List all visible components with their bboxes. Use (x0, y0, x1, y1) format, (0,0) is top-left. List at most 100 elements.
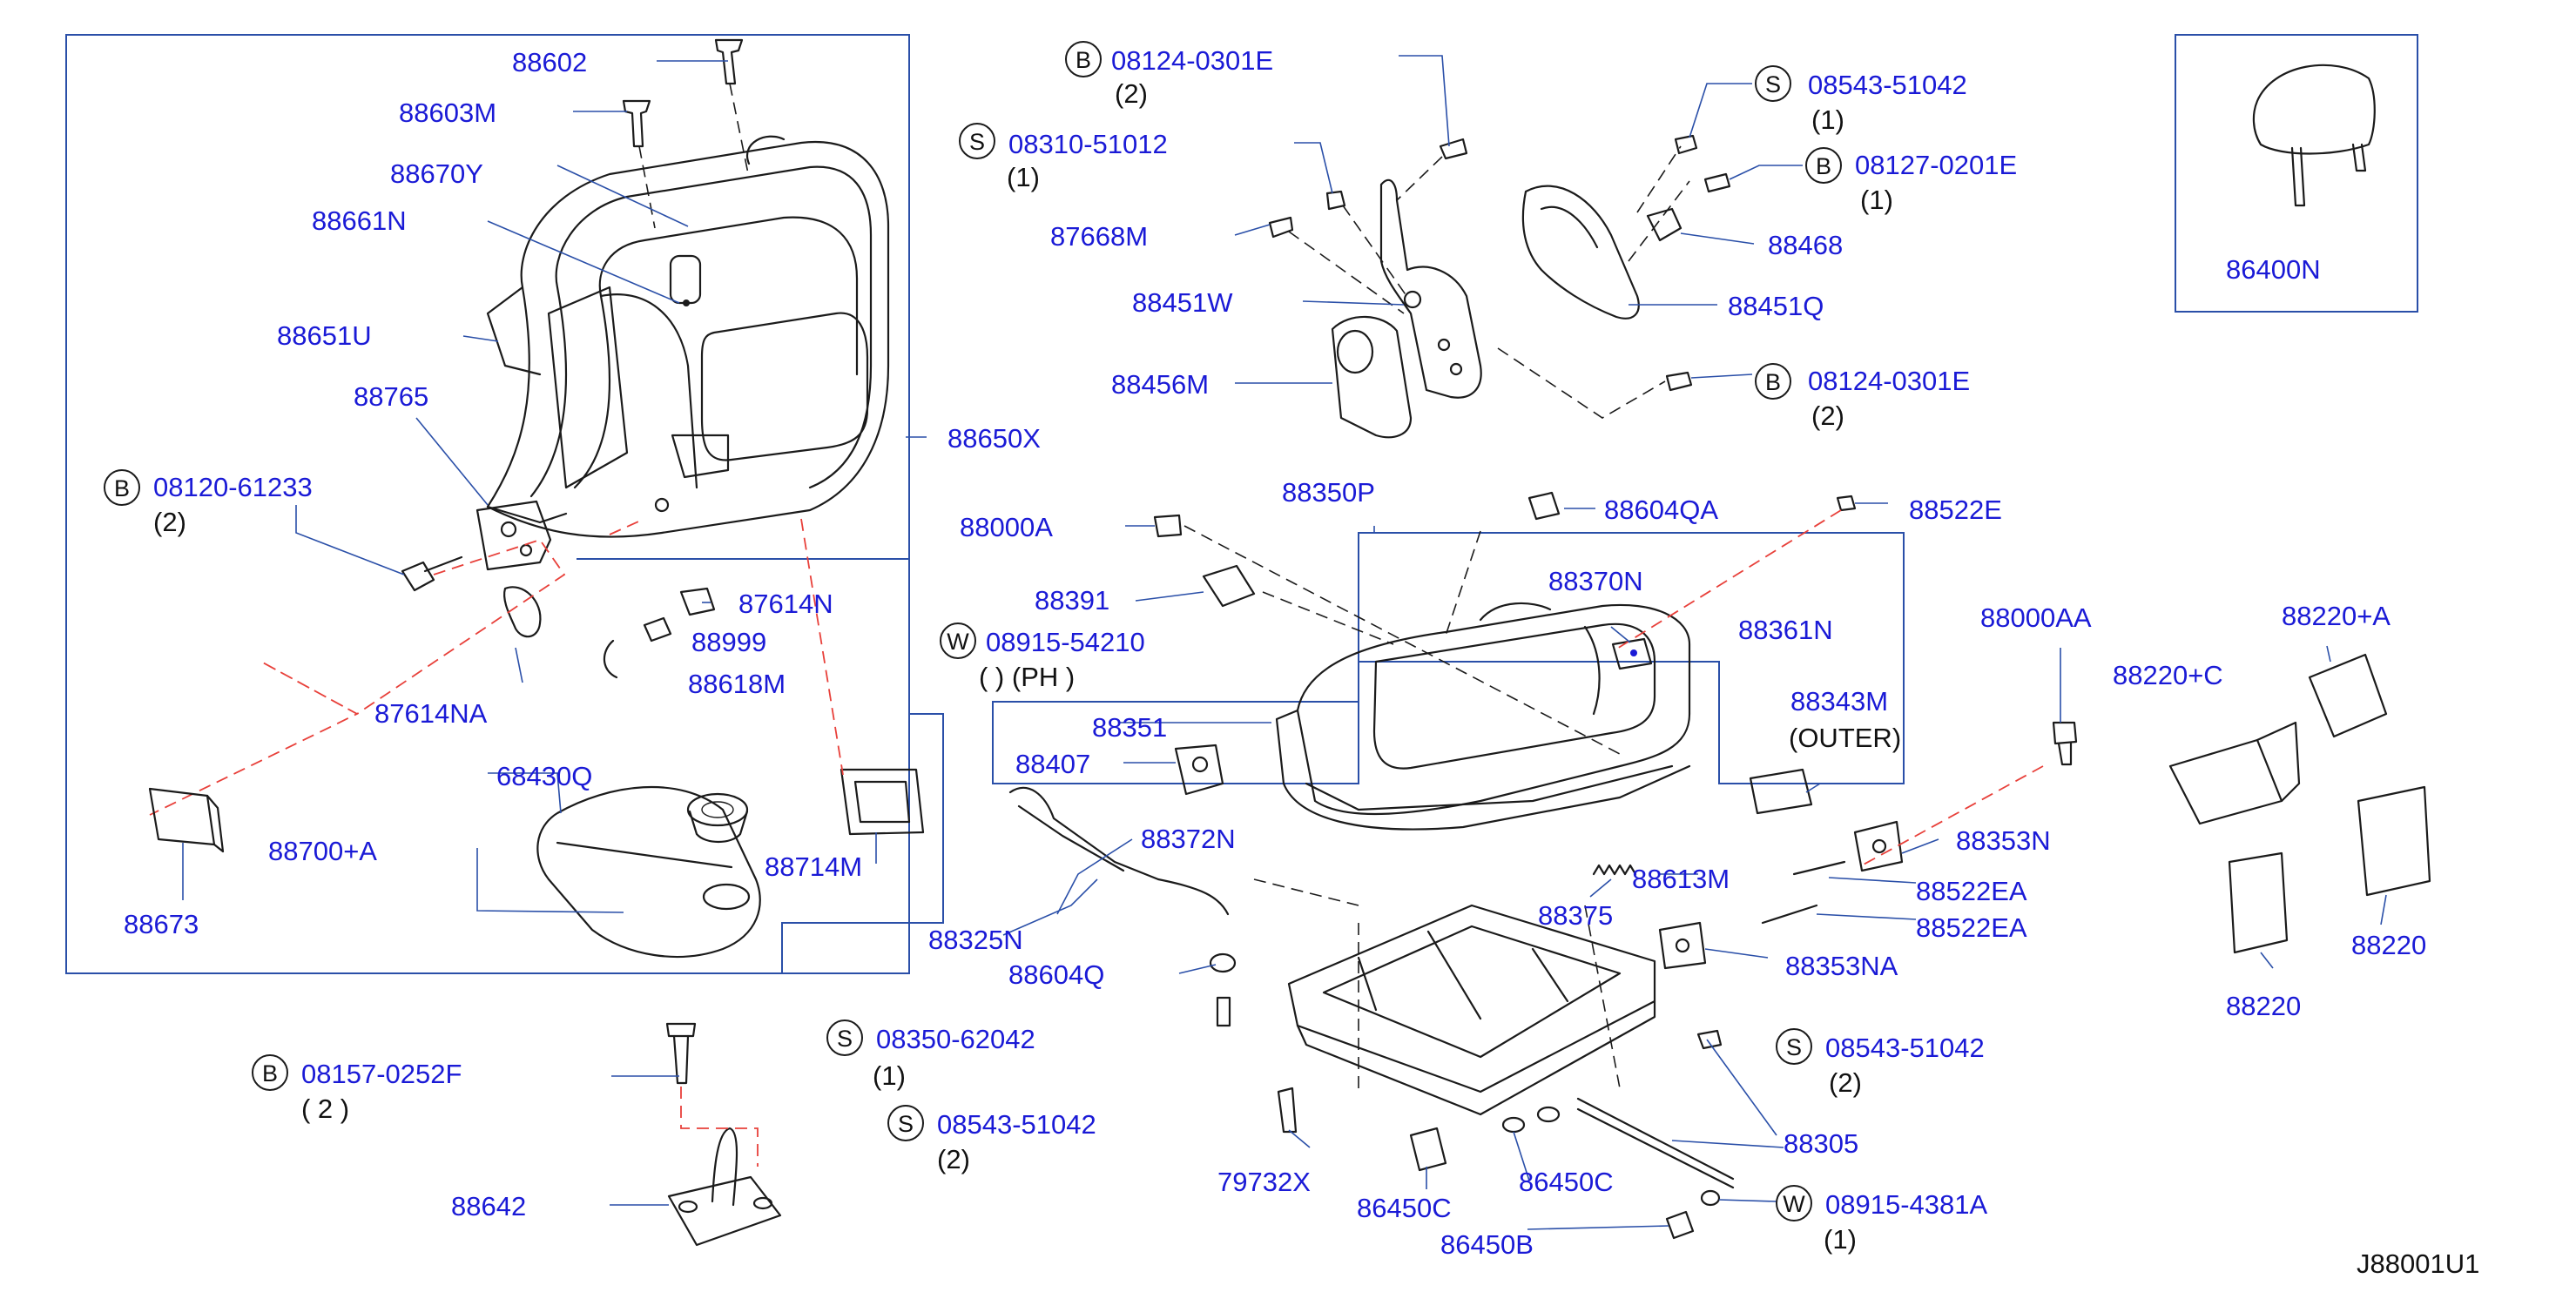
label-88325N: 88325N (928, 925, 1023, 955)
armrest-drawing (536, 785, 761, 958)
callout-s-qty-2: (1) (1811, 104, 1844, 135)
label-88661N: 88661N (312, 205, 407, 236)
clip-79732X-drawing (1277, 1087, 1298, 1134)
callout-s-code-1: 08310-51012 (1008, 129, 1168, 159)
label-88670Y: 88670Y (390, 158, 483, 189)
callout-b-circle-1 (1065, 41, 1102, 77)
wire-88325N-drawing (1008, 786, 1230, 916)
label-88765: 88765 (354, 381, 428, 412)
leader-lines (182, 55, 2387, 1230)
frame-drawing (1287, 904, 1656, 1116)
callout-s-circle-4 (887, 1105, 924, 1141)
label-88372N: 88372N (1141, 824, 1236, 854)
callout-b-letter-3: B (1765, 369, 1781, 395)
label-88353N: 88353N (1956, 825, 2051, 856)
callout-s-letter-2: S (1765, 71, 1781, 98)
callout-b-circle-5 (252, 1054, 288, 1091)
label-79732X: 79732X (1217, 1167, 1311, 1197)
seat-cushion-drawing (1275, 602, 1691, 831)
callout-b-code-2: 08127-0201E (1855, 150, 2017, 180)
callout-b-letter-2: B (1816, 153, 1831, 179)
label-88604Q: 88604Q (1008, 959, 1104, 990)
label-88451Q: 88451Q (1728, 291, 1824, 321)
knob-88456M-drawing (1331, 315, 1413, 439)
nut-86450B-drawing (1665, 1210, 1695, 1240)
label-88604QA: 88604QA (1604, 495, 1718, 525)
rod-88305-drawing (1576, 1097, 1735, 1189)
label-88651U: 88651U (277, 320, 372, 351)
callout-w-circle-2 (1776, 1185, 1812, 1221)
callout-b-circle-4 (104, 469, 140, 506)
nut-87614N-drawing (679, 587, 716, 616)
cupholder-68430Q-drawing (686, 792, 749, 844)
clip-88370N-drawing (1611, 637, 1653, 670)
callout-w-qty-2: (1) (1824, 1224, 1857, 1255)
label-88602: 88602 (512, 47, 587, 77)
label-88642: 88642 (451, 1191, 526, 1221)
label-88456M: 88456M (1111, 369, 1209, 400)
bolt-88522E-drawing (1836, 495, 1857, 512)
bracket-88391-drawing (1202, 564, 1256, 608)
callout-b-code-1: 08124-0301E (1111, 45, 1273, 76)
bolt-88000A-drawing (1153, 514, 1183, 538)
label-87668M: 87668M (1050, 221, 1148, 252)
latch-88642-drawing (667, 1127, 782, 1247)
bolt-88522EA-drawing (1761, 860, 1846, 925)
headrest-group-box (2175, 34, 2418, 313)
callout-b-code-5: 08157-0252F (301, 1059, 462, 1089)
callout-s-circle-3 (826, 1019, 863, 1056)
label-88220-2: 88220 (2351, 930, 2426, 960)
screw-88999-drawing (603, 616, 672, 679)
callout-s-qty-5: (2) (1829, 1067, 1862, 1098)
callout-b-circle-2 (1805, 147, 1842, 184)
label-88714M: 88714M (765, 851, 862, 882)
label-88618M-partial: 88618M (688, 669, 786, 699)
callout-w-code-partial: 08915-54210 (986, 627, 1145, 657)
screw-08543-a-drawing (1696, 1029, 1723, 1050)
label-87614N: 87614N (738, 589, 833, 619)
grommet-87614NA-drawing (503, 586, 542, 638)
callout-s-code-5: 08543-51042 (1825, 1033, 1985, 1063)
label-86450B: 86450B (1440, 1229, 1534, 1260)
callout-s-circle-2 (1755, 65, 1791, 102)
label-88451W: 88451W (1132, 287, 1233, 318)
callout-s-code-3: 08350-62042 (876, 1024, 1035, 1054)
label-88220A-top: 88220+A (2282, 601, 2391, 631)
callout-b-qty-2: (1) (1860, 185, 1893, 215)
label-88350P: 88350P (1282, 477, 1375, 508)
callout-b-code-3: 08124-0301E (1808, 366, 1970, 396)
callout-b-letter-4: B (114, 475, 130, 501)
label-88522E: 88522E (1909, 495, 2002, 525)
cover-88220-lower-left-drawing (2228, 851, 2289, 954)
label-88305: 88305 (1784, 1128, 1858, 1159)
callout-s-letter-3: S (837, 1026, 853, 1052)
callout-w-code-2: 08915-4381A (1825, 1189, 1987, 1220)
bolt-08120-drawing (401, 555, 463, 592)
label-88522EA-2: 88522EA (1916, 912, 2027, 943)
label-86400N: 86400N (2226, 254, 2321, 285)
callout-w-letter-1: W (947, 629, 969, 655)
label-88351: 88351 (1092, 712, 1167, 743)
pad-88343M-drawing (1749, 768, 1813, 815)
screws-recliner-drawing (1268, 134, 1731, 392)
callout-b-qty-3: (2) (1811, 400, 1844, 431)
label-88407: 88407 (1015, 749, 1090, 779)
label-88370N: 88370N (1548, 566, 1643, 596)
bracket-88353N-drawing (1853, 820, 1904, 872)
callout-s-letter-1: S (969, 129, 985, 155)
bezel-88714M-drawing (840, 768, 925, 836)
label-88000A: 88000A (960, 512, 1053, 542)
washer-08915-drawing (1700, 1189, 1721, 1207)
callout-s-circle-5 (1776, 1028, 1812, 1065)
nut-88604Q-drawing (1209, 952, 1237, 973)
callout-b-qty-5: ( 2 ) (301, 1093, 349, 1124)
label-88361N-partial: 88361N (1738, 615, 1833, 645)
label-88000AA: 88000AA (1980, 602, 2092, 633)
armrest-group-box (66, 558, 944, 974)
label-88673: 88673 (124, 909, 199, 939)
callout-s-letter-5: S (1786, 1034, 1802, 1060)
label-88650X: 88650X (947, 423, 1041, 454)
callout-b-qty-4: (2) (153, 507, 186, 537)
label-88220-1: 88220 (2226, 991, 2301, 1021)
